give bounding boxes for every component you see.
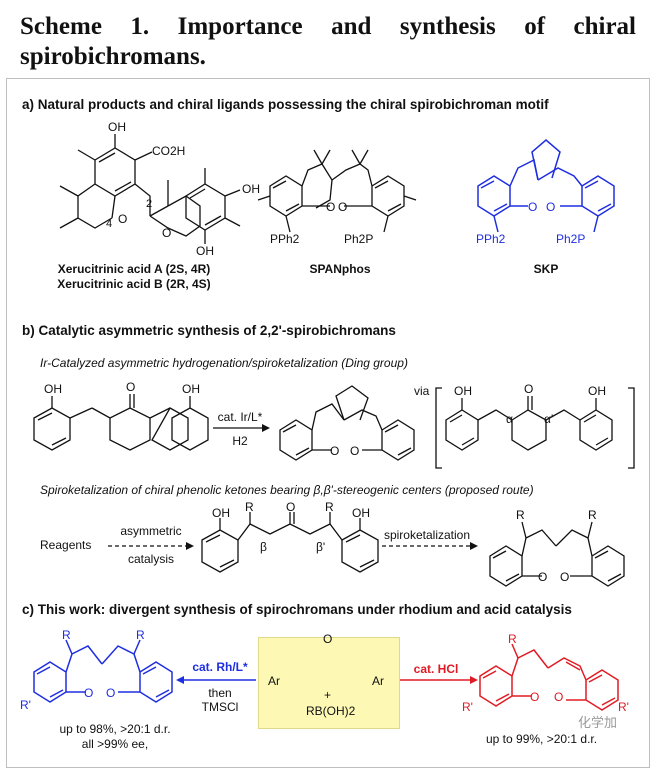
step1-bottom: catalysis <box>127 552 174 566</box>
xa-co2h: CO2H <box>152 144 186 158</box>
skp-label: SKP <box>533 262 559 276</box>
r1-oh-left: OH <box>44 382 62 396</box>
xa-o1: O <box>118 212 128 226</box>
rh-reagent: cat. Rh/L* <box>192 660 248 674</box>
right-result: up to 99%, >20:1 d.r. <box>486 732 598 746</box>
xa-label-a: Xerucitrinic acid A (2S, 4R) <box>57 262 211 276</box>
xa-o2: O <box>162 226 172 240</box>
watermark-text: 化学加 <box>578 715 618 730</box>
c-red-rprime-left: R' <box>462 700 473 714</box>
step1-top: asymmetric <box>120 524 182 538</box>
route2-arrowhead-1 <box>186 542 194 550</box>
via-o: O <box>524 382 534 396</box>
left-result-2: all >99% ee, <box>81 737 149 751</box>
spanphos-o1: O <box>326 200 336 214</box>
route1-caption: Ir-Catalyzed asymmetric hydrogenation/sp… <box>40 356 408 370</box>
route2-product <box>489 521 625 587</box>
spanphos-ph2p: Ph2P <box>344 232 374 246</box>
scheme-frame <box>6 78 650 768</box>
spanphos-structure <box>257 149 417 233</box>
r2-r-left: R <box>245 500 254 514</box>
via-alpha-prime: α' <box>544 412 554 426</box>
c-blue-o2: O <box>106 686 116 700</box>
blue-spirochroman-product <box>33 639 173 703</box>
r2-o: O <box>286 500 296 514</box>
c-red-o1: O <box>530 690 540 704</box>
route2-arrowhead-2 <box>470 542 478 550</box>
scheme-title: Scheme 1. Importance and synthesis of ch… <box>20 12 636 72</box>
r1p-o2: O <box>350 444 360 458</box>
xa-oh-bottom: OH <box>196 244 214 258</box>
c-boronic: RB(OH)2 <box>306 704 356 718</box>
r2-oh-left: OH <box>212 506 230 520</box>
c-plus: + <box>324 688 332 702</box>
r1-oh-right: OH <box>182 382 200 396</box>
r2-r-right: R <box>325 500 334 514</box>
via-alpha: α <box>506 412 513 426</box>
hcl-arrowhead <box>470 676 478 684</box>
section-b-heading: b) Catalytic asymmetric synthesis of 2,2… <box>22 323 396 338</box>
skp-o1: O <box>528 200 538 214</box>
section-a-heading: a) Natural products and chiral ligands p… <box>22 97 549 112</box>
hcl-reagent: cat. HCl <box>413 662 459 676</box>
reagents-label: Reagents <box>40 538 92 552</box>
rh-tmscl: TMSCl <box>201 700 239 714</box>
r2p-o2: O <box>560 570 570 584</box>
route1-arrowhead <box>262 424 270 432</box>
via-label: via <box>414 384 430 398</box>
rh-then: then <box>208 686 232 700</box>
spanphos-o2: O <box>338 200 348 214</box>
rh-arrowhead <box>176 676 184 684</box>
via-intermediate <box>435 387 635 469</box>
route1-reagent: cat. Ir/L* <box>217 410 263 424</box>
reactant-highlight-box <box>258 637 400 729</box>
spanphos-pph2: PPh2 <box>270 232 300 246</box>
r1p-o1: O <box>330 444 340 458</box>
xa-label-b: Xerucitrinic acid B (2R, 4S) <box>57 277 211 291</box>
c-red-o2: O <box>554 690 564 704</box>
r1-o-ketone: O <box>126 380 136 394</box>
route1-product <box>279 385 415 461</box>
c-o-ketone: O <box>323 632 333 646</box>
xa-num4: 4 <box>106 218 113 230</box>
r2p-r-left: R <box>516 508 525 522</box>
c-blue-o1: O <box>84 686 94 700</box>
route2-phenolic-ketone <box>201 512 379 573</box>
via-oh-right: OH <box>588 384 606 398</box>
red-spirochroman-product <box>479 643 619 711</box>
c-red-rprime-right: R' <box>618 700 629 714</box>
skp-pph2: PPh2 <box>476 232 506 246</box>
skp-structure <box>477 139 615 233</box>
skp-ph2p: Ph2P <box>556 232 586 246</box>
route1-h2: H2 <box>232 434 248 448</box>
title-line-2: spirobichromans. <box>20 43 206 70</box>
via-oh-left: OH <box>454 384 472 398</box>
r2-oh-right: OH <box>352 506 370 520</box>
xerucitrinic-acid-structure <box>59 134 241 244</box>
r2-beta-prime: β' <box>316 540 326 554</box>
skp-o2: O <box>546 200 556 214</box>
c-blue-r-left: R <box>62 628 71 642</box>
c-ar-left: Ar <box>268 674 280 688</box>
xa-oh-top: OH <box>108 120 126 134</box>
xa-num2: 2 <box>146 198 153 210</box>
c-ar-right: Ar <box>372 674 384 688</box>
c-blue-r-right: R <box>136 628 145 642</box>
r2p-o1: O <box>538 570 548 584</box>
c-blue-rprime: R' <box>20 698 31 712</box>
spanphos-label: SPANphos <box>309 262 371 276</box>
route2-caption: Spiroketalization of chiral phenolic ket… <box>40 483 534 497</box>
r2p-r-right: R <box>588 508 597 522</box>
xa-oh-right: OH <box>242 182 260 196</box>
step2-label: spiroketalization <box>383 528 471 542</box>
title-line-1: Scheme 1. Importance and synthesis of ch… <box>20 13 636 40</box>
section-c-heading: c) This work: divergent synthesis of spi… <box>22 602 572 617</box>
route1-dienone <box>33 394 209 451</box>
c-red-r: R <box>508 632 517 646</box>
left-result-1: up to 98%, >20:1 d.r. <box>59 722 171 736</box>
r2-beta: β <box>260 540 267 554</box>
